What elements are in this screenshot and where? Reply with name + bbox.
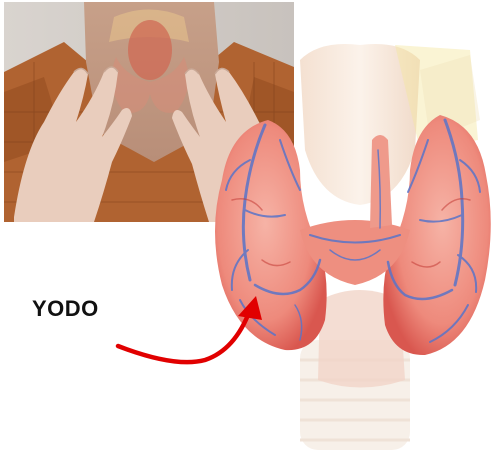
iodine-label: YODO [32, 296, 99, 322]
